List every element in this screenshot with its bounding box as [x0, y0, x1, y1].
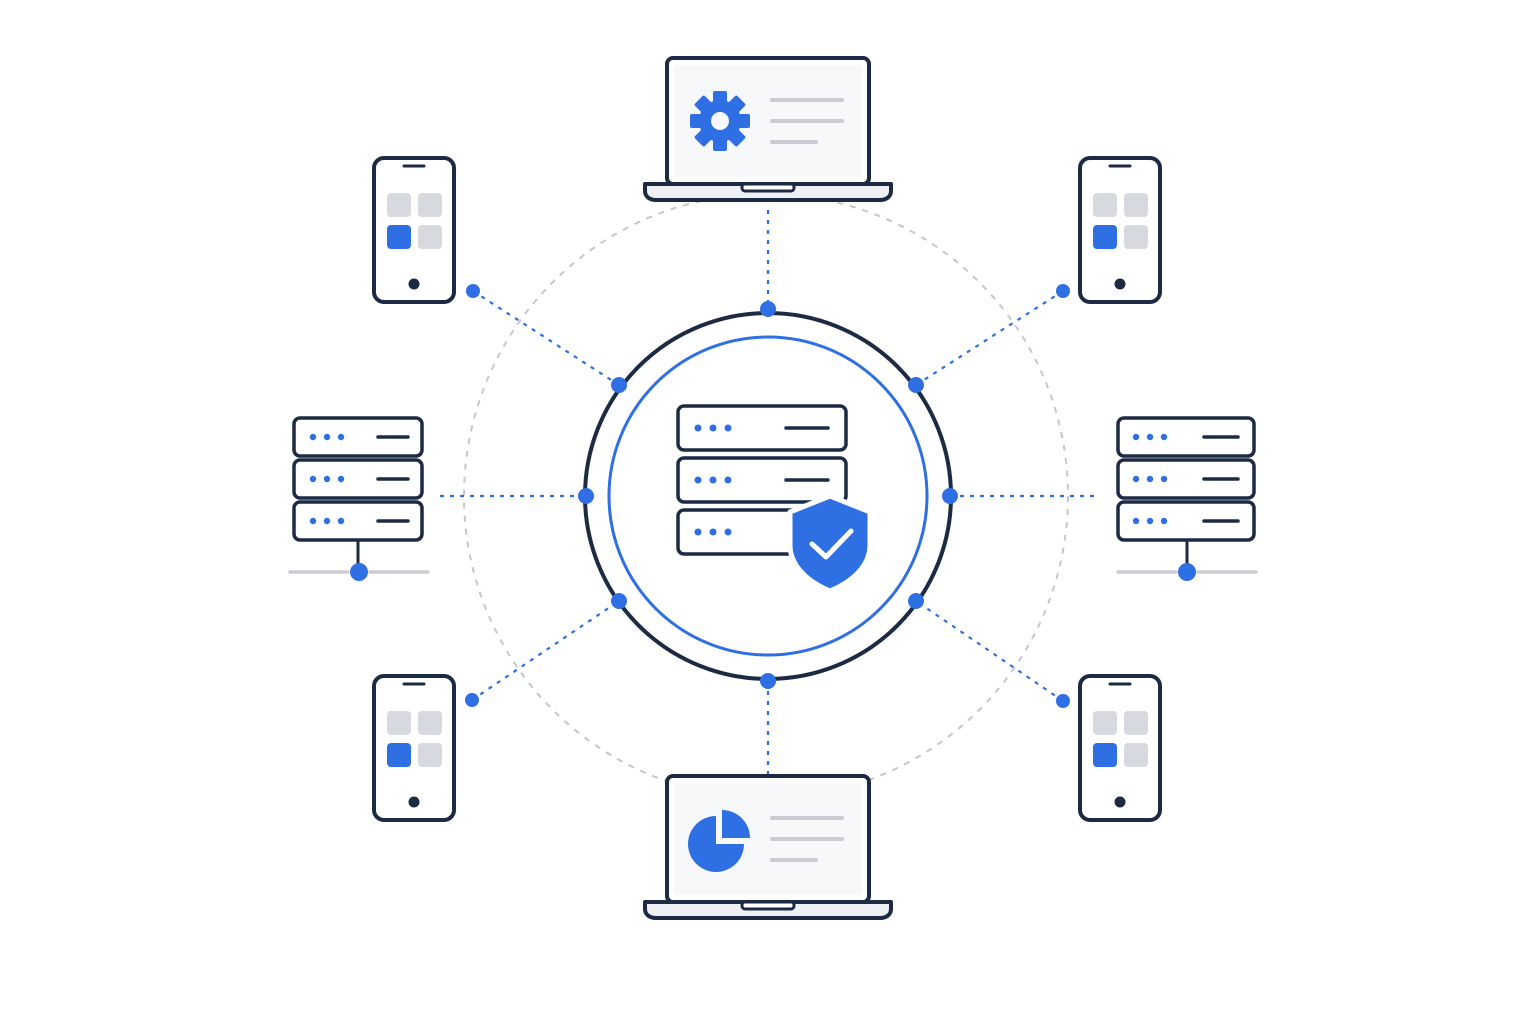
- shield-check-icon: [787, 493, 873, 594]
- dot-phone-bottom-right: [1056, 694, 1070, 708]
- app-grid-icon: [387, 711, 442, 767]
- server-right: [1116, 416, 1258, 581]
- server-left: [288, 416, 430, 581]
- dot-hub-top-left: [611, 377, 627, 393]
- server-left-port-dot: [350, 563, 368, 581]
- laptop-top-text-lines: [770, 98, 844, 144]
- laptop-bottom-text-lines: [770, 816, 844, 862]
- connection-phone-bottom-left: [471, 600, 620, 701]
- hub-server-unit-1: [676, 404, 848, 452]
- app-grid-icon: [1093, 711, 1148, 767]
- dot-phone-top-right: [1056, 284, 1070, 298]
- server-rack-icon: [292, 416, 424, 542]
- app-grid-icon: [387, 193, 442, 249]
- dot-hub-top: [760, 301, 776, 317]
- laptop-bottom: [643, 774, 893, 920]
- server-rack-icon: [1116, 416, 1256, 542]
- dot-hub-top-right: [908, 377, 924, 393]
- dot-hub-bottom: [760, 673, 776, 689]
- dot-hub-left: [578, 488, 594, 504]
- connection-dots: [465, 284, 1070, 708]
- app-grid-icon: [1093, 193, 1148, 249]
- phone-top-left: [372, 156, 456, 304]
- connection-lines: [440, 210, 1100, 774]
- connection-phone-top-left: [472, 290, 620, 386]
- laptop-top: [643, 56, 893, 202]
- dot-hub-bottom-right: [908, 593, 924, 609]
- dot-phone-top-left: [466, 284, 480, 298]
- connection-phone-top-right: [915, 290, 1064, 386]
- phone-bottom-left: [372, 674, 456, 822]
- dot-hub-bottom-left: [611, 593, 627, 609]
- dot-hub-right: [942, 488, 958, 504]
- connection-phone-bottom-right: [915, 600, 1064, 702]
- server-right-port-dot: [1178, 563, 1196, 581]
- dot-phone-bottom-left: [465, 693, 479, 707]
- phone-top-right: [1078, 156, 1162, 304]
- gear-icon: [690, 91, 750, 151]
- phone-bottom-right: [1078, 674, 1162, 822]
- pie-chart-icon: [688, 810, 750, 872]
- hub-server-unit-2: [676, 456, 848, 504]
